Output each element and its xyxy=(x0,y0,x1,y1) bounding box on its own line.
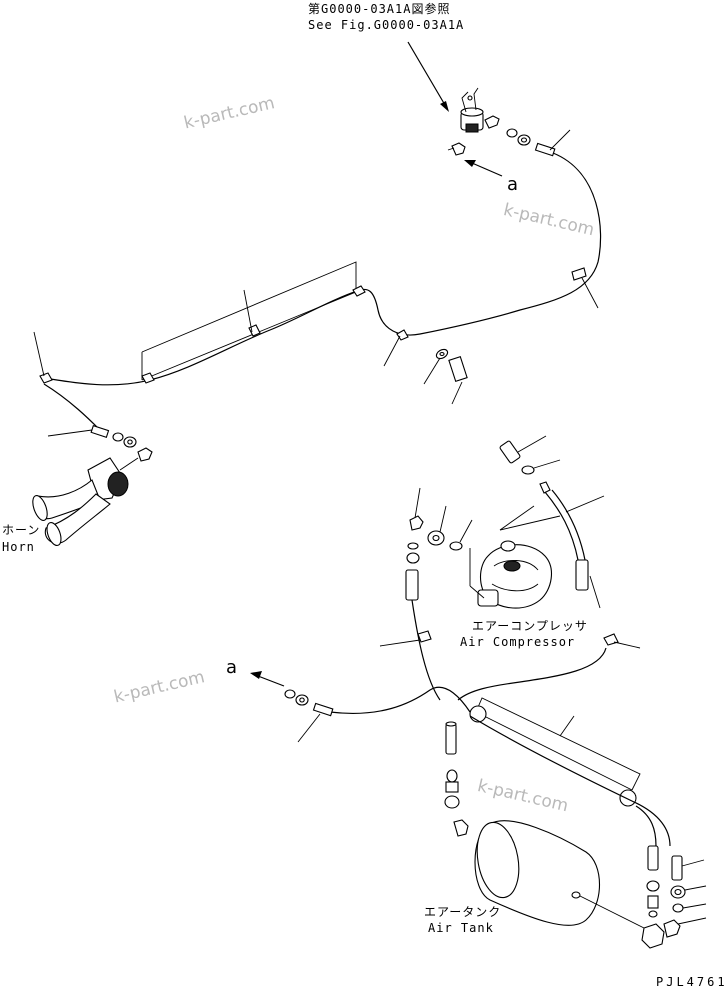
reference-label-en: See Fig.G0000-03A1A xyxy=(308,18,465,32)
pipe-clip xyxy=(571,267,599,309)
tank-label-en: Air Tank xyxy=(428,921,494,935)
compressor-hose xyxy=(539,481,605,609)
tank-right-fittings xyxy=(646,845,707,938)
horn-label-en: Horn xyxy=(2,540,35,554)
washer-bolt xyxy=(423,348,468,405)
marker-a-arrow-top xyxy=(464,160,503,177)
top-fittings xyxy=(506,128,556,157)
line-clips xyxy=(33,285,409,384)
reference-label-ja: 第G0000-03A1A図参照 xyxy=(308,2,451,16)
drawing-code: PJL4761 xyxy=(656,975,725,989)
lower-clips xyxy=(379,630,641,649)
compressor-fittings xyxy=(405,487,473,601)
air-tank xyxy=(474,820,665,949)
compressor-bolts xyxy=(499,435,561,475)
left-fittings xyxy=(284,689,334,743)
marker-a-arrow-left xyxy=(250,671,285,687)
air-compressor xyxy=(469,505,561,609)
marker-a-top: a xyxy=(507,174,519,195)
air-valve xyxy=(447,87,500,156)
compressor-label-en: Air Compressor xyxy=(460,635,576,649)
reference-arrow xyxy=(407,41,449,112)
tank-strap xyxy=(469,697,641,807)
horn-line-frame xyxy=(141,261,357,381)
horn-fittings xyxy=(47,424,153,462)
compressor-label-ja: エアーコンプレッサ xyxy=(472,619,588,633)
tank-left-fittings xyxy=(444,721,469,837)
tank-label-ja: エアータンク xyxy=(424,905,502,919)
marker-a-left: a xyxy=(226,657,238,678)
horn-label-ja: ホーン xyxy=(2,523,41,537)
horn xyxy=(32,457,139,547)
